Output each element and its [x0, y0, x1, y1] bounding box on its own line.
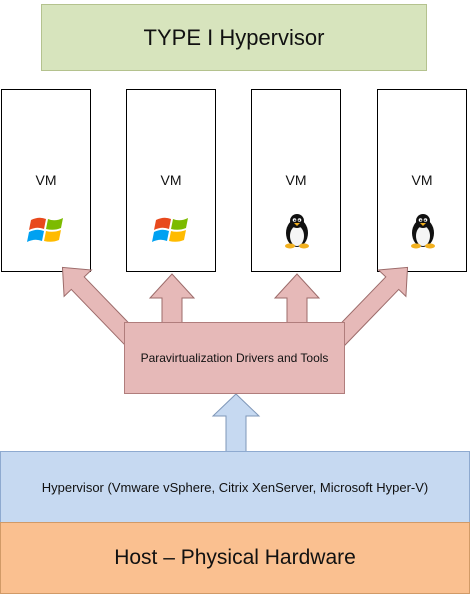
diagram-title: TYPE I Hypervisor [143, 24, 325, 50]
vm-label: VM [285, 172, 307, 188]
arrow-to-vm-3 [273, 273, 321, 325]
arrow-hypervisor-to-paravirt [211, 393, 261, 453]
vm-box-4: VM [377, 89, 467, 272]
linux-tux-icon [285, 214, 309, 249]
hypervisor-label: Hypervisor (Vmware vSphere, Citrix XenSe… [41, 479, 429, 495]
host-hardware-box: Host – Physical Hardware [0, 522, 470, 594]
linux-tux-icon [411, 214, 435, 249]
vm-box-1: VM [1, 89, 91, 272]
paravirtualization-box: Paravirtualization Drivers and Tools [124, 322, 345, 394]
arrow-to-vm-2 [148, 273, 196, 325]
vm-label: VM [35, 172, 57, 188]
paravirtualization-label: Paravirtualization Drivers and Tools [140, 351, 329, 365]
vm-box-3: VM [251, 89, 341, 272]
diagram-title-box: TYPE I Hypervisor [41, 4, 427, 71]
vm-label: VM [411, 172, 433, 188]
host-label: Host – Physical Hardware [114, 546, 356, 569]
vm-box-2: VM [126, 89, 216, 272]
vm-label: VM [160, 172, 182, 188]
windows-logo-icon [27, 217, 63, 242]
windows-logo-icon [152, 217, 188, 242]
hypervisor-box: Hypervisor (Vmware vSphere, Citrix XenSe… [0, 451, 470, 523]
